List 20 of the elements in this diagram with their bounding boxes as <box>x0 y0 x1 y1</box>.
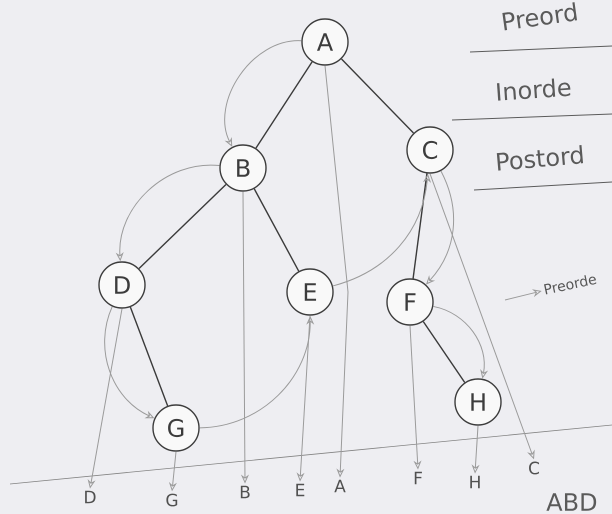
tree-edge <box>138 184 226 270</box>
sequence-letter: F <box>414 472 422 484</box>
sequence-letter: A <box>334 480 346 492</box>
heading-text: Postord <box>496 145 584 171</box>
sequence-letter: H <box>470 476 480 488</box>
tree-edge <box>341 58 414 134</box>
sequence-letter: G <box>166 494 178 506</box>
tree-edge <box>254 188 300 272</box>
tree-edge <box>412 173 428 279</box>
tree-edge <box>130 306 168 406</box>
tree-edge <box>255 61 313 149</box>
annotation-text: Preorde <box>544 275 596 294</box>
sequence-letter: B <box>240 486 250 498</box>
sequence-letter: C <box>529 462 540 474</box>
sequence-letter: E <box>296 484 304 496</box>
heading-text: ABD <box>546 493 596 511</box>
heading-text: Inorde <box>496 78 570 101</box>
sequence-letter: D <box>85 490 96 504</box>
tree-edge <box>422 321 466 383</box>
heading-text: Preord <box>502 2 578 30</box>
